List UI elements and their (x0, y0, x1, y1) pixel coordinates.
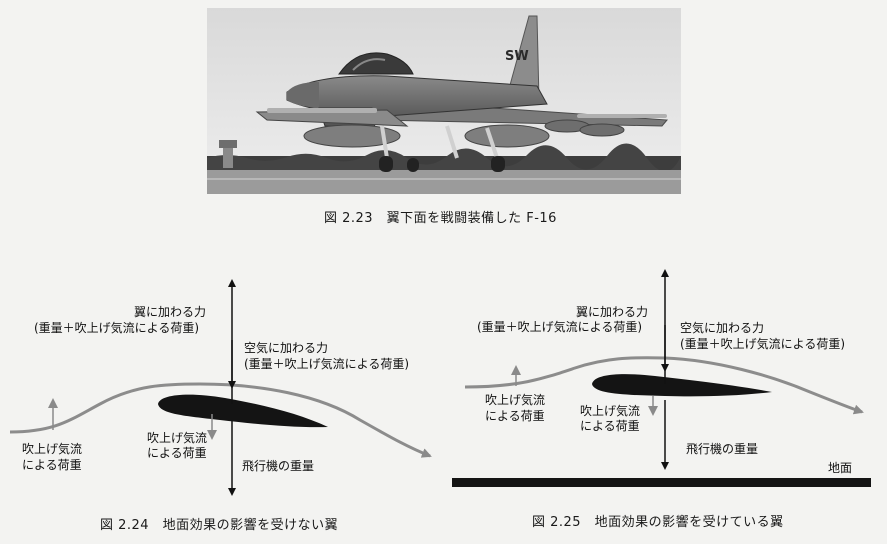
fig-2-24-wing-force-2: (重量＋吹上げ気流による荷重) (34, 321, 200, 335)
airflow-streamline (9, 382, 432, 458)
fig-2-24-wing-force-1: 翼に加わる力 (134, 305, 207, 319)
fig-2-25-air-force-2: (重量＋吹上げ気流による荷重) (680, 337, 846, 351)
fig-2-24-upwash-left-1: 吹上げ気流 (22, 442, 83, 456)
airfoil (158, 394, 328, 428)
f16-illustration: SW (207, 8, 681, 194)
fig-2-24-air-force-1: 空気に加わる力 (244, 341, 329, 355)
airfoil (592, 374, 772, 397)
fig-2-25-upwash-under-1: 吹上げ気流 (580, 404, 641, 418)
fig-2-25-wing-force-1: 翼に加わる力 (576, 305, 649, 319)
fig-2-25-upwash-under-2: による荷重 (580, 419, 640, 433)
fig-2-24-upwash-under-2: による荷重 (147, 446, 207, 460)
fig-2-24-caption: 図 2.24 地面効果の影響を受けない翼 (100, 518, 339, 533)
ground-bar (452, 478, 871, 487)
fig-2-24-upwash-under-1: 吹上げ気流 (147, 431, 208, 445)
f16-photo: SW (207, 8, 681, 194)
fig-2-25-upwash-left-1: 吹上げ気流 (485, 393, 546, 407)
fig-2-25-upwash-left-2: による荷重 (485, 409, 545, 423)
fig-2-25-diagram (452, 269, 871, 487)
fig-2-25-weight: 飛行機の重量 (686, 442, 759, 456)
fig-2-23-caption: 図 2.23 翼下面を戦闘装備した F-16 (324, 211, 557, 226)
fig-2-24-diagram (9, 279, 432, 496)
fig-2-24-upwash-left-2: による荷重 (22, 458, 82, 472)
tail-letters: SW (505, 49, 529, 64)
fig-2-25-air-force-1: 空気に加わる力 (680, 321, 765, 335)
fig-2-24-weight: 飛行機の重量 (242, 459, 315, 473)
fig-2-25-ground-label: 地面 (828, 461, 853, 475)
fig-2-25-caption: 図 2.25 地面効果の影響を受けている翼 (532, 515, 784, 530)
fig-2-25-wing-force-2: (重量＋吹上げ気流による荷重) (477, 320, 643, 334)
fig-2-24-air-force-2: (重量＋吹上げ気流による荷重) (244, 357, 410, 371)
